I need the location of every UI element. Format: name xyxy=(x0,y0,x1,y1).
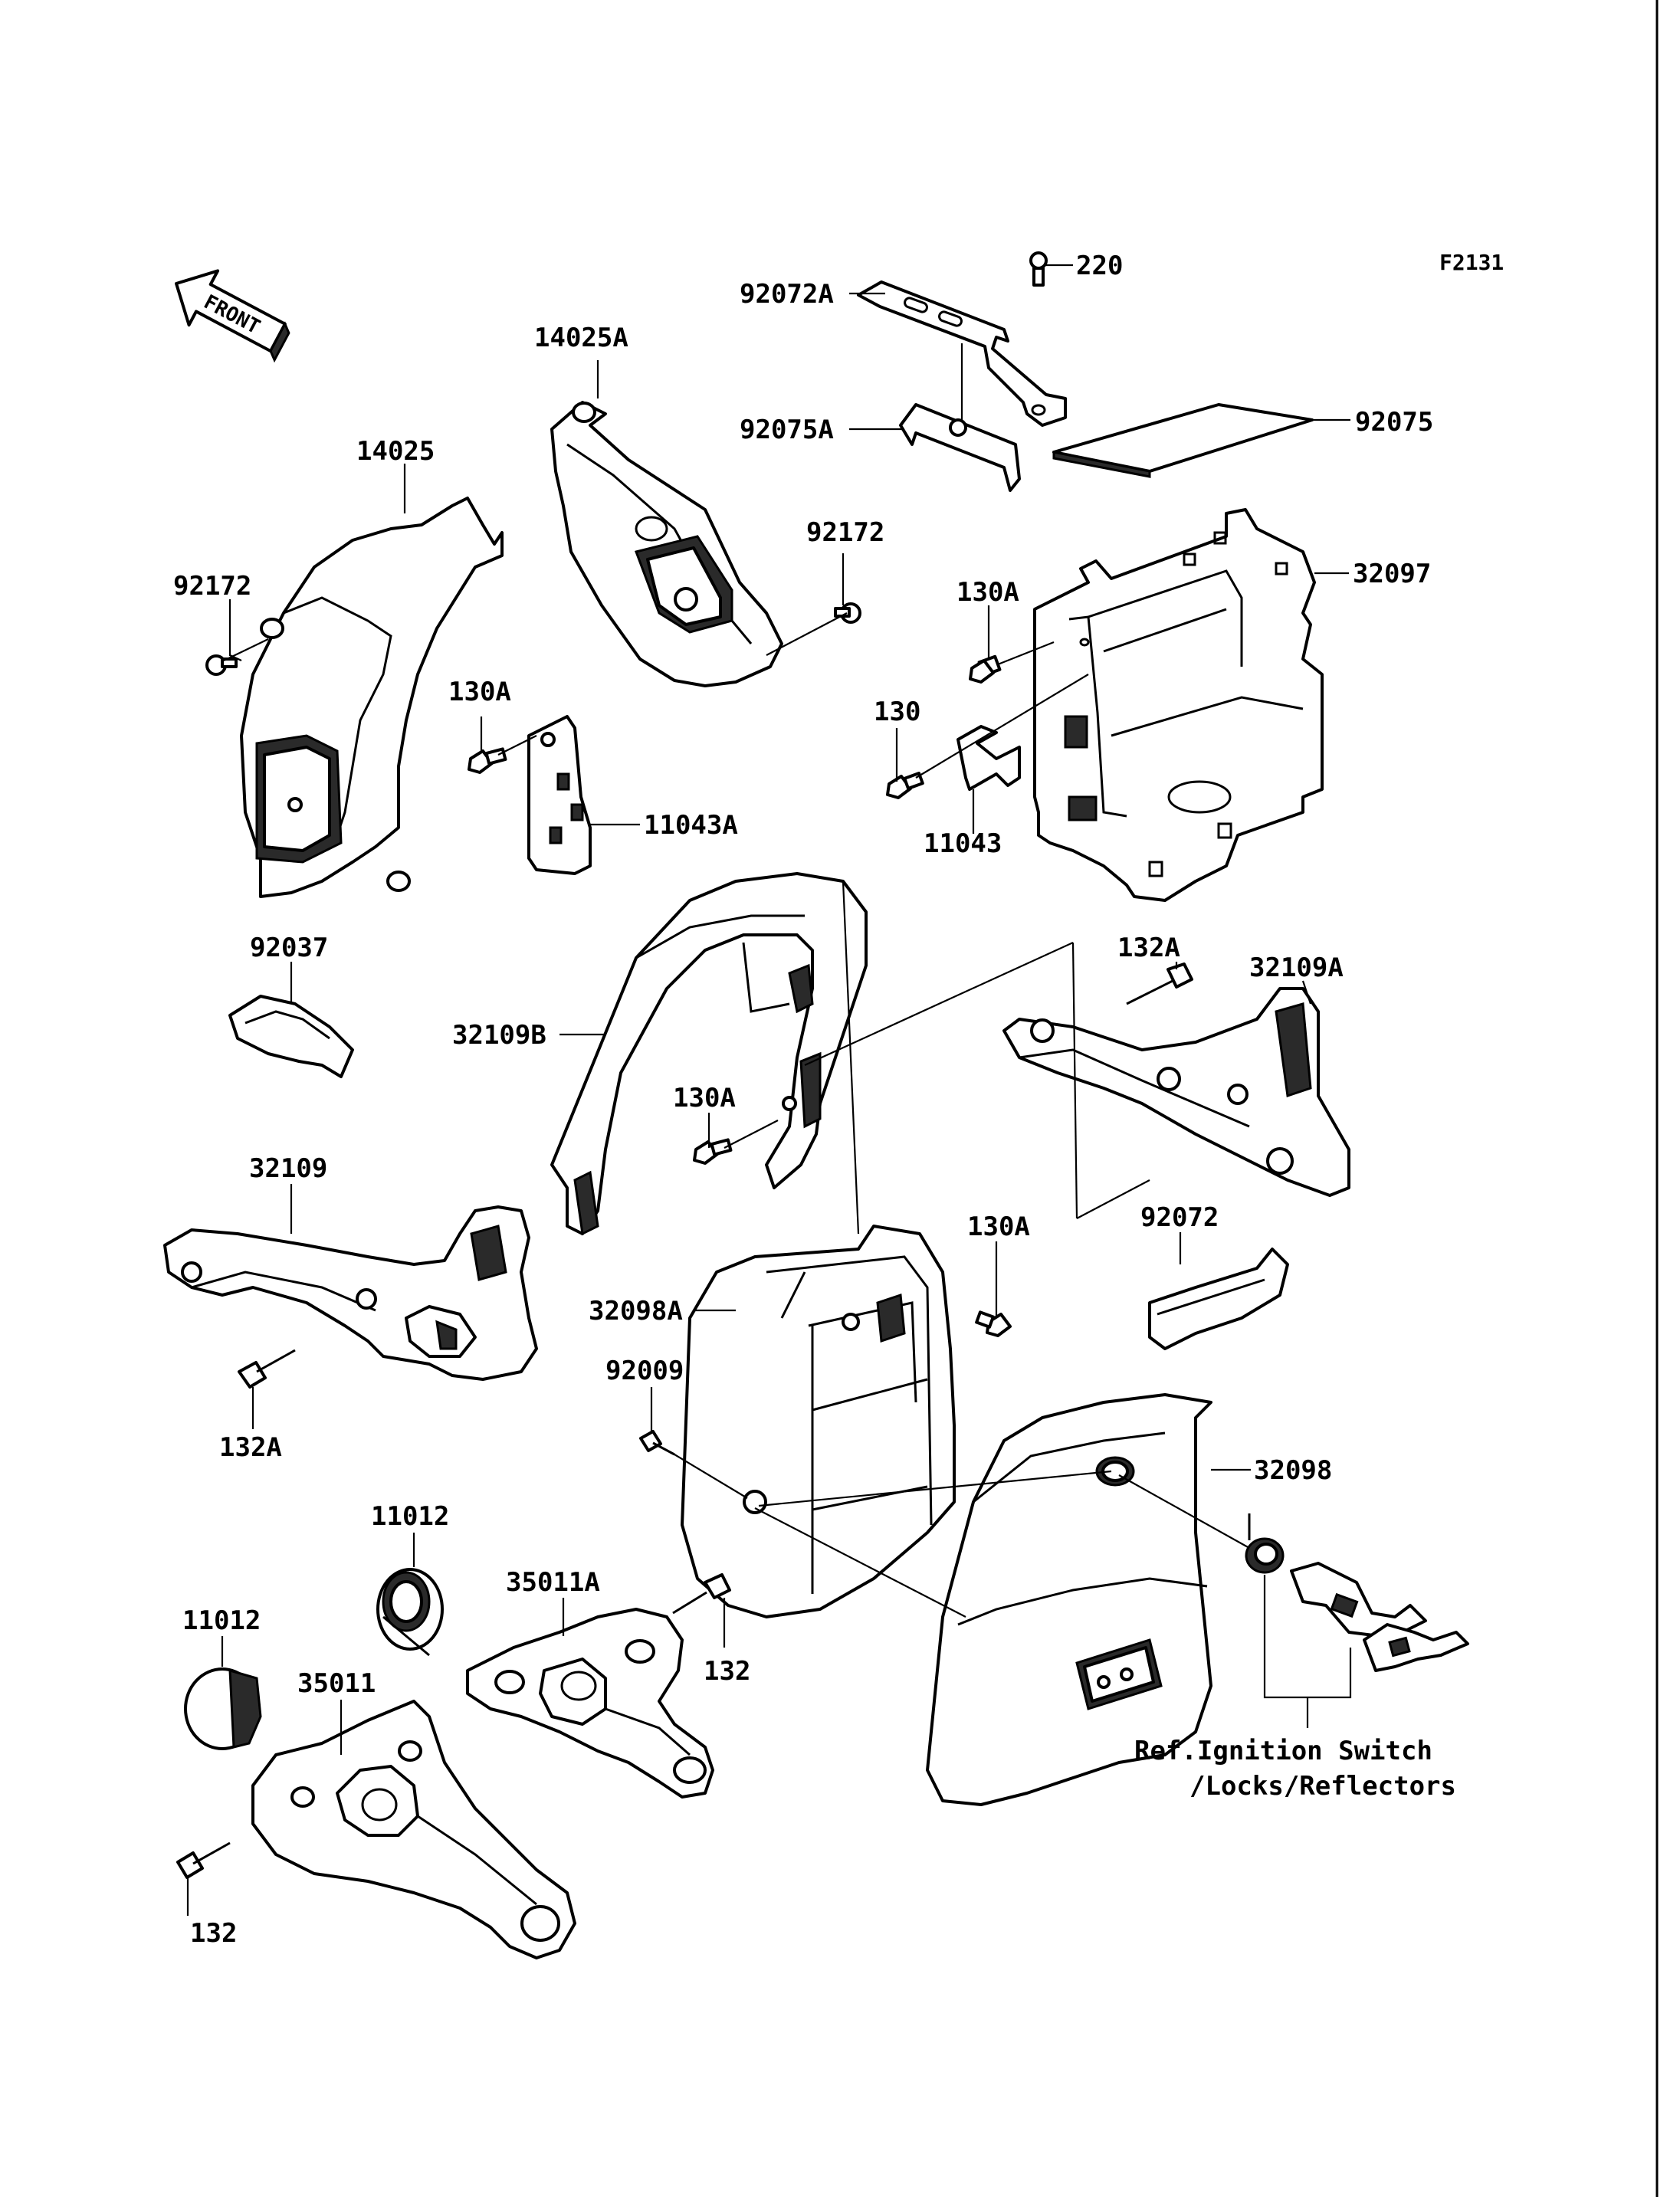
part-132A-bolt-left xyxy=(238,1349,296,1389)
part-132-bolt-bottom xyxy=(176,1841,231,1879)
label-130A-frame: 130A xyxy=(673,1083,736,1113)
assembly-lines xyxy=(754,880,1352,1728)
label-132-mid: 132 xyxy=(704,1656,750,1687)
label-11012-left: 11012 xyxy=(182,1605,261,1636)
part-92075A-bracket xyxy=(899,403,1021,492)
part-32109B-frame xyxy=(550,872,868,1236)
label-92009: 92009 xyxy=(605,1356,684,1386)
part-92172-screw-right xyxy=(834,602,861,624)
label-92037: 92037 xyxy=(250,933,328,963)
part-35011A-bracket xyxy=(466,1608,714,1799)
part-92072A-bracket xyxy=(857,280,1067,427)
label-132-bottom: 132 xyxy=(190,1918,237,1949)
part-14025A-cover xyxy=(550,401,783,687)
label-32098A: 32098A xyxy=(589,1296,683,1326)
part-32098-outer-cover xyxy=(926,1393,1212,1806)
part-14025-cover xyxy=(240,497,504,898)
label-11043A: 11043A xyxy=(644,810,738,841)
label-32109: 32109 xyxy=(249,1153,327,1184)
part-32109-bracket xyxy=(163,1205,538,1381)
label-92075A: 92075A xyxy=(740,415,834,445)
label-11012-top: 11012 xyxy=(371,1501,449,1532)
part-130A-bolt-box xyxy=(969,654,1002,684)
part-11012-plug-top xyxy=(376,1568,444,1657)
label-220: 220 xyxy=(1076,251,1123,281)
part-132A-bolt-right xyxy=(1126,962,1193,1005)
reference-note-line2: /Locks/Reflectors xyxy=(1189,1771,1456,1802)
front-arrow-icon: FRONT xyxy=(175,269,290,363)
part-92009-screw xyxy=(639,1430,675,1456)
label-35011A: 35011A xyxy=(506,1567,600,1598)
label-14025: 14025 xyxy=(356,436,435,467)
label-32109B: 32109B xyxy=(452,1020,546,1051)
part-11043-bracket xyxy=(956,725,1021,791)
label-92172-left: 92172 xyxy=(173,571,251,602)
label-32109A: 32109A xyxy=(1249,953,1344,983)
part-32109A-bracket xyxy=(1002,987,1350,1197)
label-14025A: 14025A xyxy=(534,323,628,353)
key-icon-2 xyxy=(1363,1623,1469,1672)
part-130A-bolt-frame xyxy=(693,1138,733,1165)
label-35011: 35011 xyxy=(297,1668,376,1699)
leader-lines xyxy=(186,264,1350,1916)
part-220-screw xyxy=(1029,251,1048,287)
label-92075: 92075 xyxy=(1355,407,1433,438)
part-130A-bolt-mid xyxy=(468,747,507,774)
label-32098: 32098 xyxy=(1254,1455,1332,1486)
label-92072: 92072 xyxy=(1140,1202,1219,1233)
label-32097: 32097 xyxy=(1353,559,1431,589)
part-11012-plug-left xyxy=(184,1667,262,1750)
reference-note-line1: Ref.Ignition Switch xyxy=(1134,1736,1432,1766)
label-92172-right: 92172 xyxy=(806,517,884,548)
part-lock-cylinder xyxy=(1245,1513,1285,1574)
part-92075-rubber-sheet xyxy=(1052,403,1314,478)
part-35011-bracket xyxy=(251,1700,576,1959)
label-130A-box: 130A xyxy=(956,577,1019,608)
figure-code: F2131 xyxy=(1439,250,1504,275)
label-130A-mid: 130A xyxy=(448,677,511,707)
label-130: 130 xyxy=(874,697,920,727)
part-11043A-bracket xyxy=(527,715,592,875)
part-92037-clamp xyxy=(228,995,354,1078)
part-32097-battery-case xyxy=(1033,508,1324,902)
label-132A-left: 132A xyxy=(219,1432,282,1463)
label-92072A: 92072A xyxy=(740,279,834,310)
part-92172-screw-left xyxy=(205,654,238,676)
label-130A-cover: 130A xyxy=(967,1212,1030,1242)
label-11043: 11043 xyxy=(924,828,1002,859)
label-132A-right: 132A xyxy=(1117,933,1180,963)
key-icon xyxy=(1290,1562,1427,1638)
part-92072-strap xyxy=(1148,1248,1289,1350)
part-130A-bolt-cover xyxy=(975,1310,1012,1337)
part-132-bolt-mid xyxy=(672,1573,731,1615)
part-32098A-inner-cover xyxy=(681,1225,956,1618)
